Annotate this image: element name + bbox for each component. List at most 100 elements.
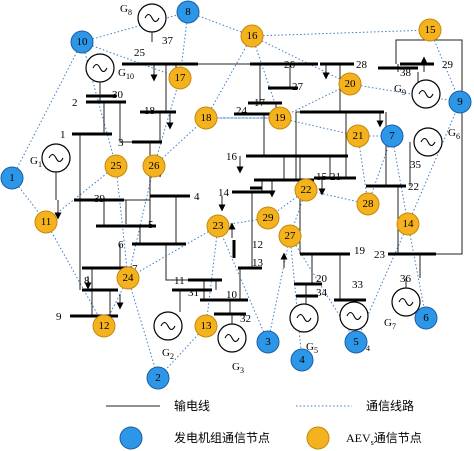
aev-comm-node-circle[interactable] xyxy=(194,314,218,338)
generator-wave-icon xyxy=(160,321,176,331)
communication-link xyxy=(81,41,181,79)
generator-comm-node-circle[interactable] xyxy=(380,124,404,148)
aev-comm-node[interactable]: 29 xyxy=(256,206,280,230)
aev-comm-node-circle[interactable] xyxy=(34,210,58,234)
aev-comm-node-circle[interactable] xyxy=(356,192,380,216)
aev-comm-node-circle[interactable] xyxy=(142,154,166,178)
bus-label: 6 xyxy=(118,239,124,251)
aev-comm-node-circle[interactable] xyxy=(92,314,116,338)
aev-comm-node[interactable]: 27 xyxy=(278,224,302,248)
aev-comm-node[interactable]: 20 xyxy=(338,72,362,96)
aev-comm-node-label: 14 xyxy=(403,218,415,230)
generator-comm-node-circle[interactable] xyxy=(70,30,94,54)
aev-comm-node[interactable]: 16 xyxy=(240,24,264,48)
generator-label: G7 xyxy=(384,317,396,331)
aev-comm-node[interactable]: 21 xyxy=(346,124,370,148)
aev-comm-node-circle[interactable] xyxy=(256,206,280,230)
bus-label: 14 xyxy=(218,187,230,199)
transmission-line xyxy=(119,102,140,143)
generator-comm-node-circle[interactable] xyxy=(146,366,170,390)
communication-link xyxy=(157,325,207,379)
bus-label: 37 xyxy=(162,35,174,47)
generator-comm-node[interactable]: 8 xyxy=(176,0,200,24)
bus-label: 28 xyxy=(356,59,368,71)
aev-comm-node[interactable]: 11 xyxy=(34,210,58,234)
generator-wave-icon xyxy=(144,13,160,23)
generator-wave-icon xyxy=(92,63,108,73)
generator-wave-icon xyxy=(398,297,414,307)
aev-comm-node[interactable]: 14 xyxy=(396,212,420,236)
generator-comm-node[interactable]: 4 xyxy=(290,348,314,372)
generator-comm-node-circle[interactable] xyxy=(176,0,200,24)
bus-label: 9 xyxy=(56,311,62,323)
aev-comm-node-circle[interactable] xyxy=(396,212,420,236)
communication-link xyxy=(153,77,181,167)
legend-generator-node-sample xyxy=(119,426,143,450)
aev-comm-node-label: 20 xyxy=(345,78,357,90)
bus-label: 22 xyxy=(408,181,419,193)
bus-label: 35 xyxy=(410,159,422,171)
generator-comm-node[interactable]: 7 xyxy=(380,124,404,148)
aev-comm-node-circle[interactable] xyxy=(104,154,128,178)
bus-label: 8 xyxy=(84,275,90,287)
aev-comm-node-circle[interactable] xyxy=(278,224,302,248)
generator-wave-icon xyxy=(296,313,312,323)
bus-label: 2 xyxy=(72,97,78,109)
generator-comm-node[interactable]: 9 xyxy=(448,90,472,114)
communication-link xyxy=(81,41,117,167)
generator-comm-node[interactable]: 1 xyxy=(0,166,24,190)
aev-comm-node[interactable]: 26 xyxy=(142,154,166,178)
aev-comm-node-circle[interactable] xyxy=(418,18,442,42)
aev-comm-node[interactable]: 19 xyxy=(268,106,292,130)
generator-label: G5 xyxy=(306,341,318,355)
generator-comm-node-label: 5 xyxy=(353,336,359,348)
aev-comm-node[interactable]: 28 xyxy=(356,192,380,216)
generator-comm-node[interactable]: 3 xyxy=(256,330,280,354)
generator-comm-node-circle[interactable] xyxy=(0,166,24,190)
aev-comm-node[interactable]: 15 xyxy=(418,18,442,42)
generator-comm-node-label: 8 xyxy=(185,6,191,18)
generator-comm-node[interactable]: 2 xyxy=(146,366,170,390)
bus-label: 17 xyxy=(254,97,266,109)
aev-comm-node-circle[interactable] xyxy=(346,124,370,148)
generator-comm-node-circle[interactable] xyxy=(256,330,280,354)
bus-label: 24 xyxy=(236,105,248,117)
aev-comm-node-circle[interactable] xyxy=(194,106,218,130)
aev-comm-node-circle[interactable] xyxy=(240,24,264,48)
aev-comm-node-circle[interactable] xyxy=(338,72,362,96)
communication-link xyxy=(45,221,105,327)
aev-comm-node-label: 15 xyxy=(425,24,437,36)
generator-comm-node-label: 10 xyxy=(77,36,89,48)
bus-label: 18 xyxy=(144,105,156,117)
generator-comm-node[interactable]: 6 xyxy=(414,306,438,330)
aev-comm-node[interactable]: 25 xyxy=(104,154,128,178)
aev-comm-node-circle[interactable] xyxy=(116,266,140,290)
aev-comm-node[interactable]: 22 xyxy=(294,178,318,202)
aev-comm-node-circle[interactable] xyxy=(206,214,230,238)
aev-comm-node[interactable]: 17 xyxy=(168,66,192,90)
aev-comm-node-circle[interactable] xyxy=(294,178,318,202)
legend-aev-node-sample xyxy=(306,426,330,450)
communication-link xyxy=(289,235,303,361)
aev-comm-node-circle[interactable] xyxy=(168,66,192,90)
aev-comm-node[interactable]: 23 xyxy=(206,214,230,238)
aev-comm-node[interactable]: 13 xyxy=(194,314,218,338)
aev-comm-node[interactable]: 12 xyxy=(92,314,116,338)
aev-comm-node[interactable]: 18 xyxy=(194,106,218,130)
generator-comm-node-circle[interactable] xyxy=(344,330,368,354)
aev-comm-node-label: 18 xyxy=(201,112,213,124)
aev-comm-node-label: 12 xyxy=(99,320,110,332)
generator-comm-node[interactable]: 10 xyxy=(70,30,94,54)
generator-comm-node-circle[interactable] xyxy=(448,90,472,114)
generator-label: G9 xyxy=(394,83,406,97)
aev-comm-node-circle[interactable] xyxy=(268,106,292,130)
communication-link xyxy=(153,117,207,167)
generator-comm-node[interactable]: 5 xyxy=(344,330,368,354)
bus-label: 27 xyxy=(292,81,304,93)
generator-comm-node-circle[interactable] xyxy=(290,348,314,372)
transmission-line xyxy=(395,39,463,255)
generator-comm-node-circle[interactable] xyxy=(414,306,438,330)
aev-comm-node[interactable]: 24 xyxy=(116,266,140,290)
bus-label: 19 xyxy=(354,245,366,257)
